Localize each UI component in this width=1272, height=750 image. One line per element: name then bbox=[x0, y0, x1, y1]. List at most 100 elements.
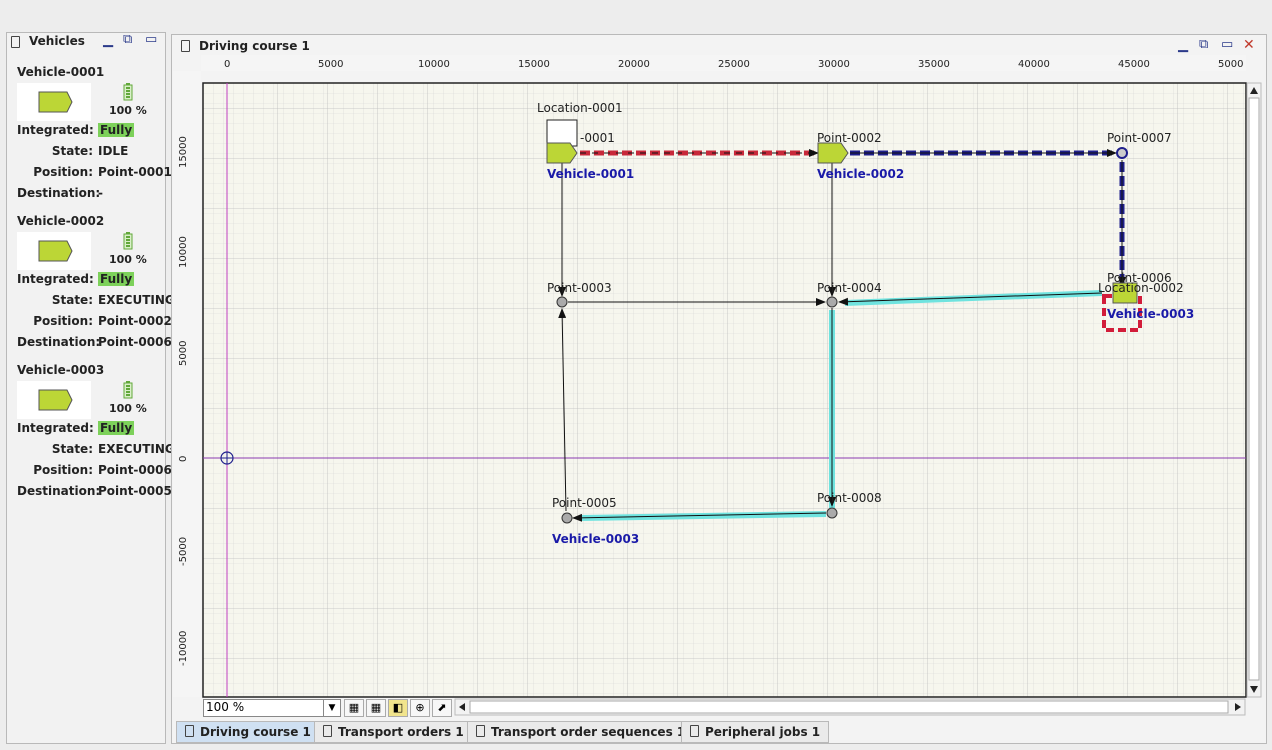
close-icon[interactable]: ✕ bbox=[1243, 37, 1255, 53]
scroll-down-icon[interactable] bbox=[1250, 686, 1258, 693]
path-0005-0003[interactable] bbox=[558, 308, 567, 512]
point-0007[interactable] bbox=[1116, 147, 1128, 159]
toggle-labels-button[interactable]: ▦ bbox=[344, 699, 364, 717]
battery-percent: 100 % bbox=[109, 402, 147, 415]
location-0002-label: Location-0002 bbox=[1098, 281, 1184, 295]
maximize-icon[interactable]: ▭ bbox=[1221, 37, 1234, 52]
path-0006-0004[interactable] bbox=[838, 292, 1103, 306]
y-ruler bbox=[173, 71, 201, 697]
state-label: State: bbox=[51, 442, 93, 456]
tab-label: Peripheral jobs 1 bbox=[705, 725, 821, 739]
vehicle-name: Vehicle-0002 bbox=[17, 214, 105, 228]
vehicle-icon bbox=[17, 83, 91, 121]
state-label: State: bbox=[51, 293, 93, 307]
vehicle-0002-label: Vehicle-0002 bbox=[817, 167, 904, 181]
point-0003-label: Point-0003 bbox=[547, 281, 612, 295]
position-value: Point-0002 bbox=[98, 314, 172, 328]
x-ruler-label: 35000 bbox=[918, 59, 950, 70]
vehicle-0003-shape[interactable] bbox=[1112, 282, 1138, 304]
y-ruler-label: -5000 bbox=[178, 537, 189, 566]
point-0006-label: Point-0006 bbox=[1107, 271, 1172, 285]
vehicle-0003-ghost-label: Vehicle-0003 bbox=[552, 532, 639, 546]
point-0003[interactable] bbox=[556, 296, 568, 308]
x-ruler-label: 25000 bbox=[718, 59, 750, 70]
zoom-value: 100 % bbox=[206, 700, 245, 714]
scroll-up-icon[interactable] bbox=[1250, 87, 1258, 94]
coarse-grid bbox=[203, 83, 1246, 697]
battery-icon bbox=[123, 232, 133, 253]
vehicle-0003-label: Vehicle-0003 bbox=[1107, 307, 1194, 321]
chevron-down-icon[interactable]: ▼ bbox=[323, 700, 340, 716]
float-icon[interactable]: ⧉ bbox=[123, 32, 133, 47]
x-ruler-label: 15000 bbox=[518, 59, 550, 70]
state-label: State: bbox=[51, 144, 93, 158]
y-ruler-label: 10000 bbox=[178, 236, 189, 268]
horizontal-scroll-thumb[interactable] bbox=[469, 700, 1229, 714]
destination-label: Destination: bbox=[17, 186, 101, 200]
x-ruler-label: 30000 bbox=[818, 59, 850, 70]
destination-value: Point-0005 bbox=[98, 484, 172, 498]
battery-icon bbox=[123, 381, 133, 402]
x-ruler-label: 0 bbox=[224, 59, 230, 70]
integrated-label: Integrated: bbox=[17, 421, 94, 435]
state-value: IDLE bbox=[98, 144, 129, 158]
zoom-fit-icon[interactable]: ⊕ bbox=[410, 699, 430, 717]
zoom-select[interactable]: 100 % ▼ bbox=[203, 699, 341, 717]
vehicles-panel: Vehicles ▁ ⧉ ▭ Vehicle-0001 100 % Integr… bbox=[6, 32, 175, 744]
tab-driving-course-1[interactable]: Driving course 1 bbox=[176, 721, 320, 743]
tab-label: Driving course 1 bbox=[200, 725, 311, 739]
tab-doc-icon bbox=[323, 725, 332, 737]
vehicle-0001-shape[interactable] bbox=[546, 142, 578, 164]
point-0008[interactable] bbox=[826, 507, 838, 519]
window-doc-icon bbox=[181, 40, 190, 52]
destination-label: Destination: bbox=[17, 484, 101, 498]
state-value: EXECUTING bbox=[98, 293, 175, 307]
point-0005-label: Point-0005 bbox=[552, 496, 617, 510]
vehicle-icon bbox=[17, 381, 91, 419]
scroll-right-icon[interactable] bbox=[1235, 703, 1241, 711]
minimize-icon[interactable]: ▁ bbox=[1178, 38, 1188, 53]
position-label: Position: bbox=[33, 165, 93, 179]
position-value: Point-0006 bbox=[98, 463, 172, 477]
y-ruler-label: 5000 bbox=[178, 341, 189, 366]
tab-label: Transport order sequences 1 bbox=[491, 725, 686, 739]
integrated-value: Fully bbox=[98, 272, 164, 286]
x-ruler-label: 20000 bbox=[618, 59, 650, 70]
integrated-badge: Fully bbox=[98, 421, 135, 435]
grid-border bbox=[202, 82, 1247, 698]
maximize-icon[interactable]: ▭ bbox=[145, 32, 158, 47]
path-0008-0005[interactable] bbox=[572, 512, 827, 522]
integrated-badge: Fully bbox=[98, 123, 135, 137]
tab-transport-order-sequences-1[interactable]: Transport order sequences 1 bbox=[467, 721, 695, 743]
point-0005[interactable] bbox=[561, 512, 573, 524]
tab-transport-orders-1[interactable]: Transport orders 1 bbox=[314, 721, 473, 743]
point-0008-label: Point-0008 bbox=[817, 491, 882, 505]
scroll-left-icon[interactable] bbox=[459, 703, 465, 711]
minimize-icon[interactable]: ▁ bbox=[103, 33, 113, 48]
y-ruler-label: -10000 bbox=[178, 631, 189, 666]
window-title: Driving course 1 bbox=[199, 39, 310, 53]
destination-label: Destination: bbox=[17, 335, 101, 349]
point-0004-label: Point-0004 bbox=[817, 281, 882, 295]
tab-peripheral-jobs-1[interactable]: Peripheral jobs 1 bbox=[681, 721, 830, 743]
tab-doc-icon bbox=[185, 725, 194, 737]
layer-icon[interactable]: ◧ bbox=[388, 699, 408, 717]
integrated-value: Fully bbox=[98, 421, 164, 435]
grid-icon[interactable]: ▦ bbox=[366, 699, 386, 717]
integrated-value: Fully bbox=[98, 123, 164, 137]
vertical-scroll-thumb[interactable] bbox=[1248, 97, 1260, 681]
vehicle-icon bbox=[17, 232, 91, 270]
point-0004[interactable] bbox=[826, 296, 838, 308]
tab-label: Transport orders 1 bbox=[338, 725, 464, 739]
battery-icon bbox=[123, 83, 133, 104]
vehicle-name: Vehicle-0003 bbox=[17, 363, 105, 377]
position-value: Point-0001 bbox=[98, 165, 172, 179]
panel-doc-icon bbox=[11, 36, 20, 48]
location-0001-box[interactable] bbox=[546, 119, 578, 147]
pointer-icon[interactable]: ⬈ bbox=[432, 699, 452, 717]
vehicle-0002-shape[interactable] bbox=[817, 142, 849, 164]
position-label: Position: bbox=[33, 314, 93, 328]
float-icon[interactable]: ⧉ bbox=[1199, 37, 1209, 52]
point-0001-label: -0001 bbox=[580, 131, 615, 145]
